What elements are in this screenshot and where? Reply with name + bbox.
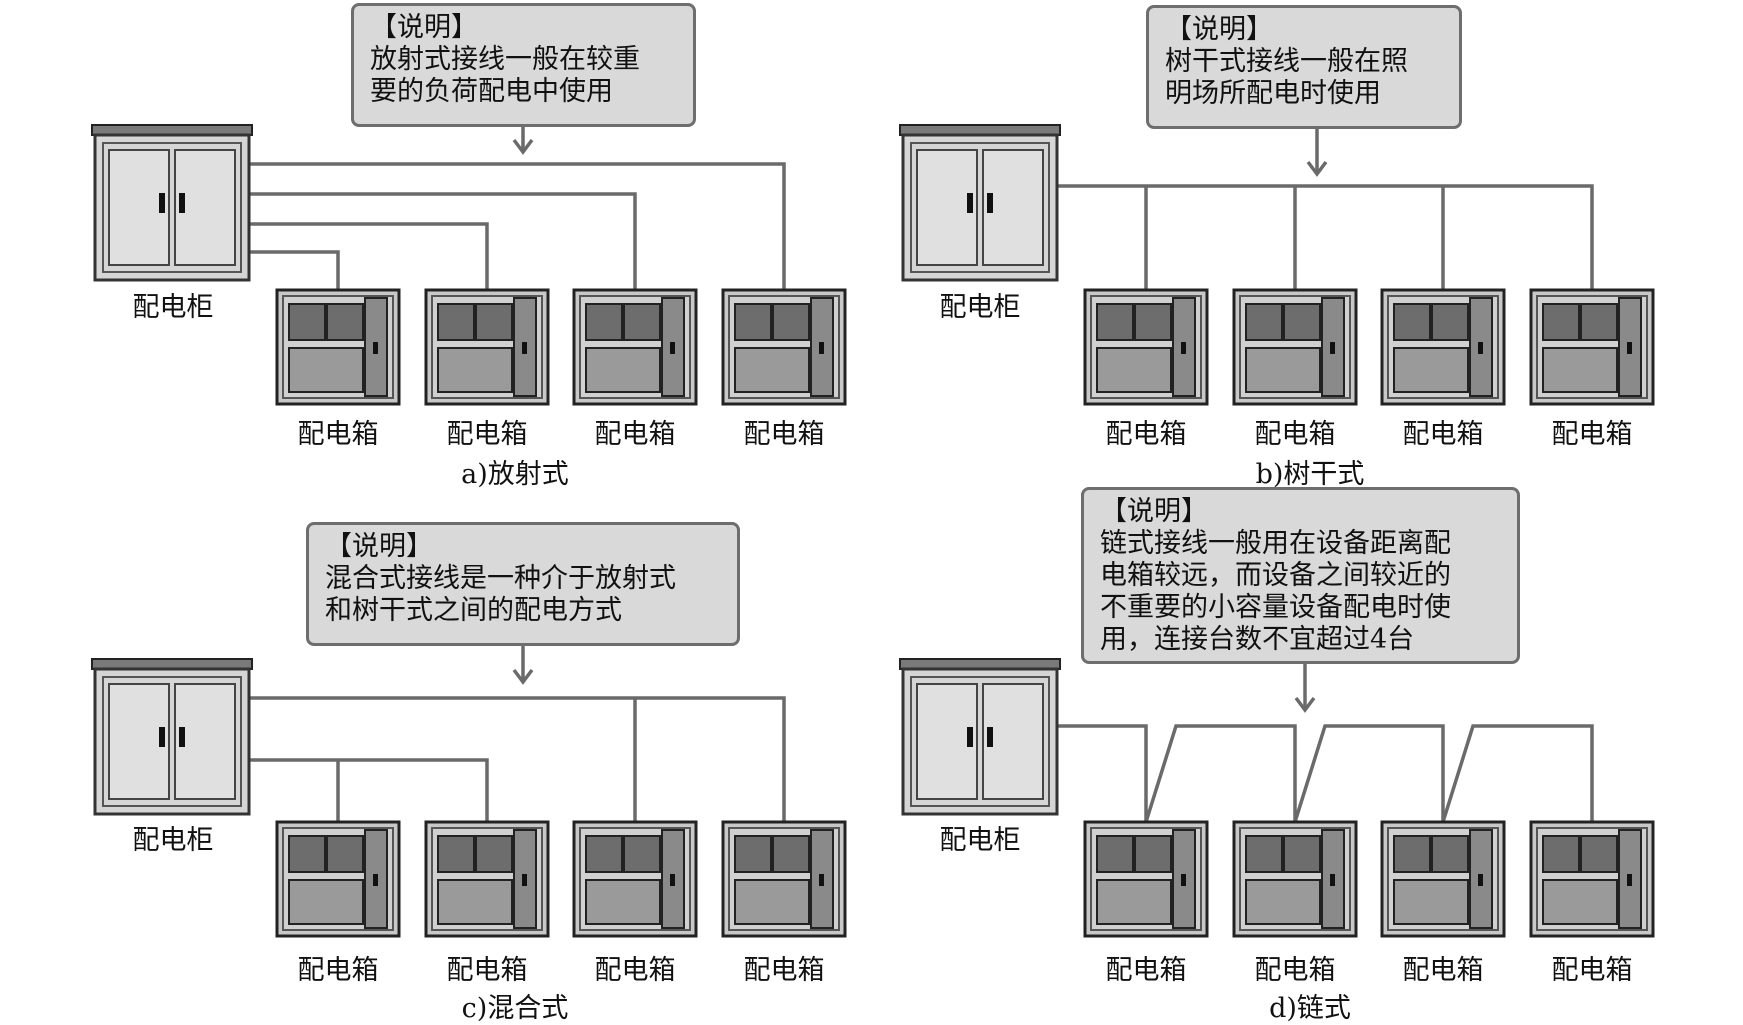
caption-b: b)树干式 — [1255, 459, 1365, 490]
box-label-d-3: 配电箱 — [1402, 955, 1484, 986]
wire-c-upper — [248, 696, 786, 822]
note-line-b-1: 树干式接线一般在照 — [1165, 46, 1408, 77]
cabinet-label-b: 配电柜 — [939, 292, 1021, 323]
distribution-box-d-2 — [1232, 820, 1358, 938]
distribution-box-a-4 — [721, 288, 847, 406]
distribution-box-a-3 — [572, 288, 698, 406]
box-label-c-3: 配电箱 — [594, 955, 676, 986]
caption-a: a)放射式 — [461, 459, 569, 490]
note-line-d-2: 电箱较远，而设备之间较近的 — [1100, 560, 1451, 591]
cabinet-label-c: 配电柜 — [132, 825, 214, 856]
box-label-a-3: 配电箱 — [594, 419, 676, 450]
box-label-b-3: 配电箱 — [1402, 419, 1484, 450]
box-label-d-1: 配电箱 — [1105, 955, 1187, 986]
distribution-box-b-4 — [1529, 288, 1655, 406]
note-line-d-4: 用，连接台数不宜超过4台 — [1100, 624, 1415, 655]
note-title-d: 【说明】 — [1100, 496, 1208, 527]
note-line-b-2: 明场所配电时使用 — [1165, 78, 1381, 109]
box-label-c-2: 配电箱 — [446, 955, 528, 986]
note-line-d-1: 链式接线一般用在设备距离配 — [1100, 528, 1451, 559]
cabinet-c — [91, 658, 253, 816]
cabinet-label-d: 配电柜 — [939, 825, 1021, 856]
arrow-c-head — [512, 668, 534, 685]
note-box-b: 【说明】 树干式接线一般在照 明场所配电时使用 — [1146, 5, 1462, 129]
note-box-c: 【说明】 混合式接线是一种介于放射式 和树干式之间的配电方式 — [306, 522, 740, 646]
box-label-d-4: 配电箱 — [1551, 955, 1633, 986]
note-line-d-3: 不重要的小容量设备配电时使 — [1100, 592, 1451, 623]
wire-b-trunk — [1055, 184, 1594, 290]
box-label-a-2: 配电箱 — [446, 419, 528, 450]
distribution-box-d-4 — [1529, 820, 1655, 938]
caption-d: d)链式 — [1269, 993, 1351, 1024]
note-title-c: 【说明】 — [325, 531, 433, 562]
wire-a-2 — [248, 222, 489, 290]
note-line-a-1: 放射式接线一般在较重 — [370, 44, 640, 75]
note-box-a: 【说明】 放射式接线一般在较重 要的负荷配电中使用 — [351, 3, 696, 127]
note-line-a-2: 要的负荷配电中使用 — [370, 76, 613, 107]
distribution-box-a-2 — [424, 288, 550, 406]
wire-a-4 — [248, 162, 786, 290]
note-line-c-2: 和树干式之间的配电方式 — [325, 595, 622, 626]
cabinet-a — [91, 124, 253, 282]
distribution-box-c-1 — [275, 820, 401, 938]
wire-c-lower — [248, 758, 489, 822]
cabinet-label-a: 配电柜 — [132, 292, 214, 323]
wire-d-chain — [1055, 724, 1594, 823]
wire-a-1 — [248, 250, 340, 290]
box-label-a-4: 配电箱 — [743, 419, 825, 450]
note-title-b: 【说明】 — [1165, 14, 1273, 45]
distribution-box-b-1 — [1083, 288, 1209, 406]
cabinet-d — [899, 658, 1061, 816]
cabinet-b — [899, 124, 1061, 282]
distribution-box-d-1 — [1083, 820, 1209, 938]
caption-c: c)混合式 — [461, 993, 569, 1024]
note-box-d: 【说明】 链式接线一般用在设备距离配 电箱较远，而设备之间较近的 不重要的小容量… — [1081, 487, 1520, 664]
box-label-b-4: 配电箱 — [1551, 419, 1633, 450]
distribution-box-c-2 — [424, 820, 550, 938]
box-label-a-1: 配电箱 — [297, 419, 379, 450]
arrow-a-head — [512, 138, 534, 155]
box-label-c-4: 配电箱 — [743, 955, 825, 986]
distribution-box-d-3 — [1380, 820, 1506, 938]
box-label-c-1: 配电箱 — [297, 955, 379, 986]
distribution-box-c-3 — [572, 820, 698, 938]
wire-a-3 — [248, 192, 637, 290]
box-label-d-2: 配电箱 — [1254, 955, 1336, 986]
box-label-b-2: 配电箱 — [1254, 419, 1336, 450]
distribution-box-a-1 — [275, 288, 401, 406]
note-line-c-1: 混合式接线是一种介于放射式 — [325, 563, 676, 594]
note-title-a: 【说明】 — [370, 12, 478, 43]
arrow-b-head — [1306, 160, 1328, 177]
distribution-box-b-2 — [1232, 288, 1358, 406]
arrow-d-head — [1294, 696, 1316, 713]
distribution-box-b-3 — [1380, 288, 1506, 406]
box-label-b-1: 配电箱 — [1105, 419, 1187, 450]
distribution-box-c-4 — [721, 820, 847, 938]
